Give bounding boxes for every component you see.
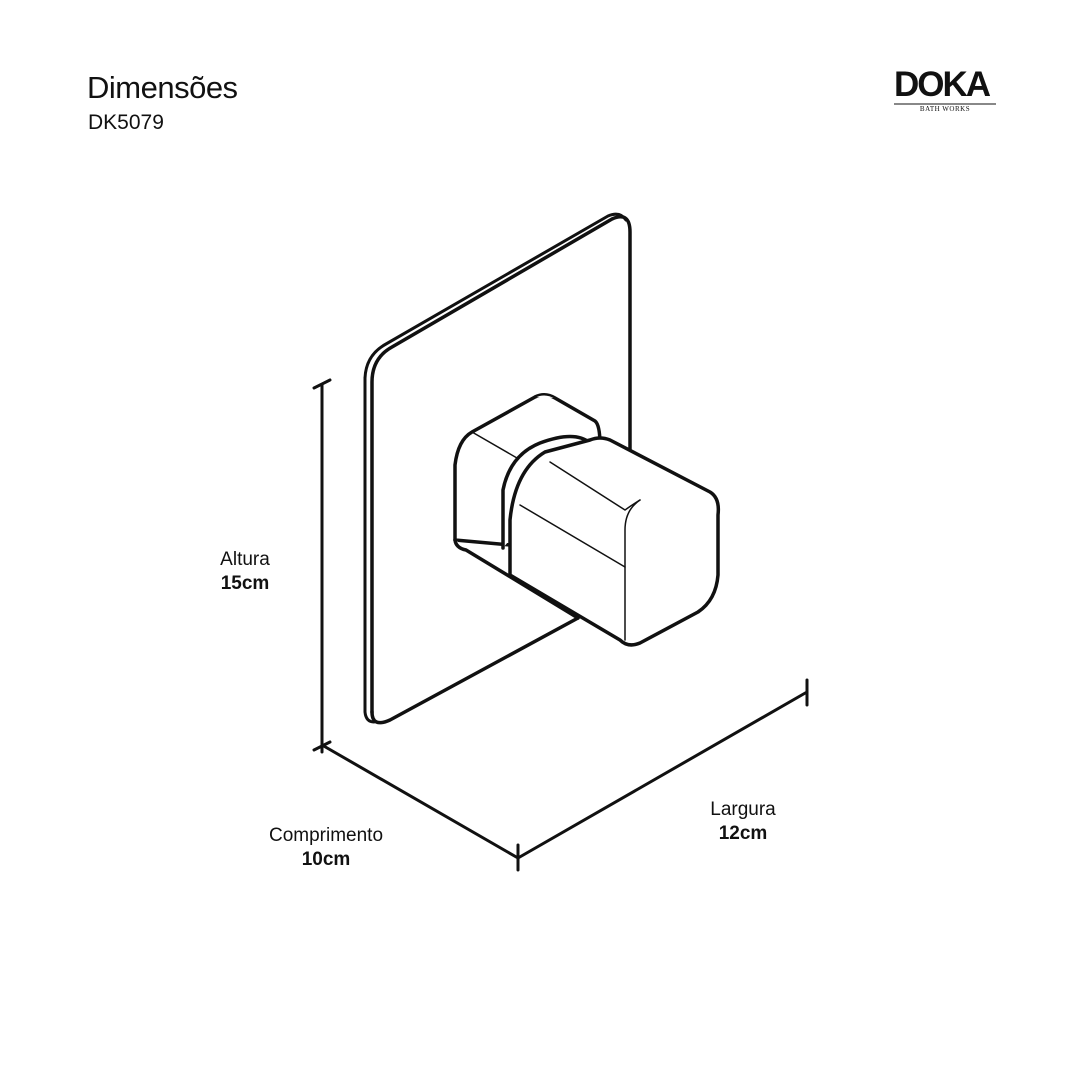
length-label: Comprimento bbox=[268, 825, 384, 846]
dimension-lines bbox=[312, 378, 809, 872]
logo-divider bbox=[894, 103, 996, 105]
width-dimension: Largura 12cm bbox=[693, 798, 793, 846]
width-label: Largura bbox=[710, 799, 776, 820]
handle bbox=[453, 393, 721, 647]
length-value: 10cm bbox=[301, 849, 351, 870]
product-code: DK5079 bbox=[88, 111, 164, 134]
logo-tagline: BATH WORKS bbox=[919, 105, 971, 113]
backplate bbox=[363, 212, 632, 725]
width-value: 12cm bbox=[718, 823, 768, 844]
height-label: Altura bbox=[220, 549, 270, 570]
brand-logo: DOKA BATH WORKS bbox=[894, 65, 996, 113]
length-dimension-line bbox=[320, 743, 520, 860]
logo-wordmark: DOKA bbox=[894, 65, 991, 104]
page-title: Dimensões bbox=[87, 70, 238, 105]
width-dimension-line bbox=[516, 690, 809, 860]
height-value: 15cm bbox=[220, 573, 270, 594]
height-dimension: Altura 15cm bbox=[205, 548, 285, 596]
length-dimension: Comprimento 10cm bbox=[246, 824, 406, 872]
